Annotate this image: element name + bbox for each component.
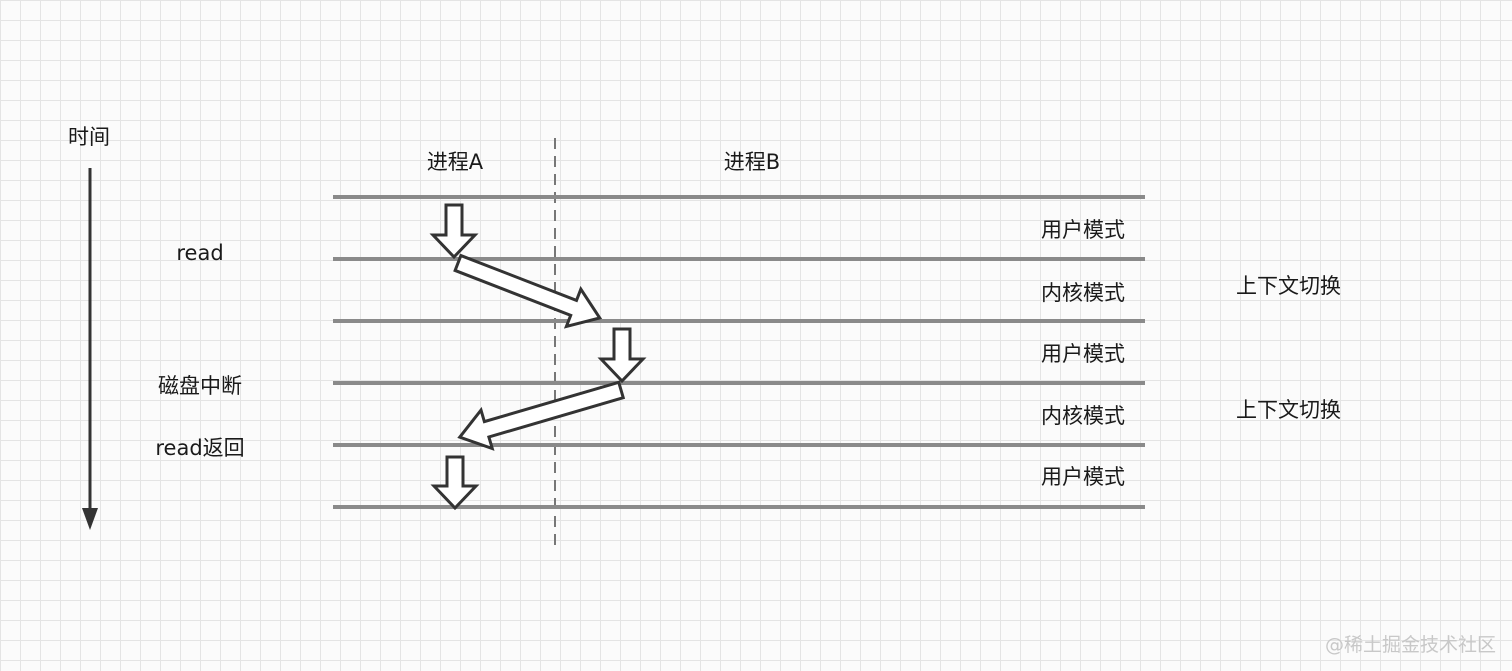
mode-label-4: 用户模式: [1041, 465, 1125, 489]
time-axis-label: 时间: [68, 125, 110, 149]
event-read-return-label: read返回: [155, 436, 245, 460]
mode-label-3: 内核模式: [1041, 404, 1125, 428]
mode-label-2: 用户模式: [1041, 342, 1125, 366]
process-b-label: 进程B: [723, 150, 781, 174]
time-axis-arrowhead: [82, 508, 98, 530]
down-arrow-b-user: [597, 327, 647, 384]
down-arrow-a-user: [429, 203, 479, 260]
context-switch-label-1: 上下文切换: [1236, 274, 1341, 298]
event-read-label: read: [176, 241, 224, 265]
process-a-label: 进程A: [426, 150, 484, 174]
watermark: @稀土掘金技术社区: [1324, 634, 1496, 656]
context-switch-arrow-a-to-b: [453, 253, 603, 329]
down-arrow-a-user-return: [430, 455, 480, 511]
context-switch-arrow-b-to-a: [457, 380, 626, 451]
event-disk-interrupt-label: 磁盘中断: [158, 374, 242, 398]
context-switch-label-2: 上下文切换: [1236, 398, 1341, 422]
mode-label-1: 内核模式: [1041, 281, 1125, 305]
mode-label-0: 用户模式: [1041, 218, 1125, 242]
